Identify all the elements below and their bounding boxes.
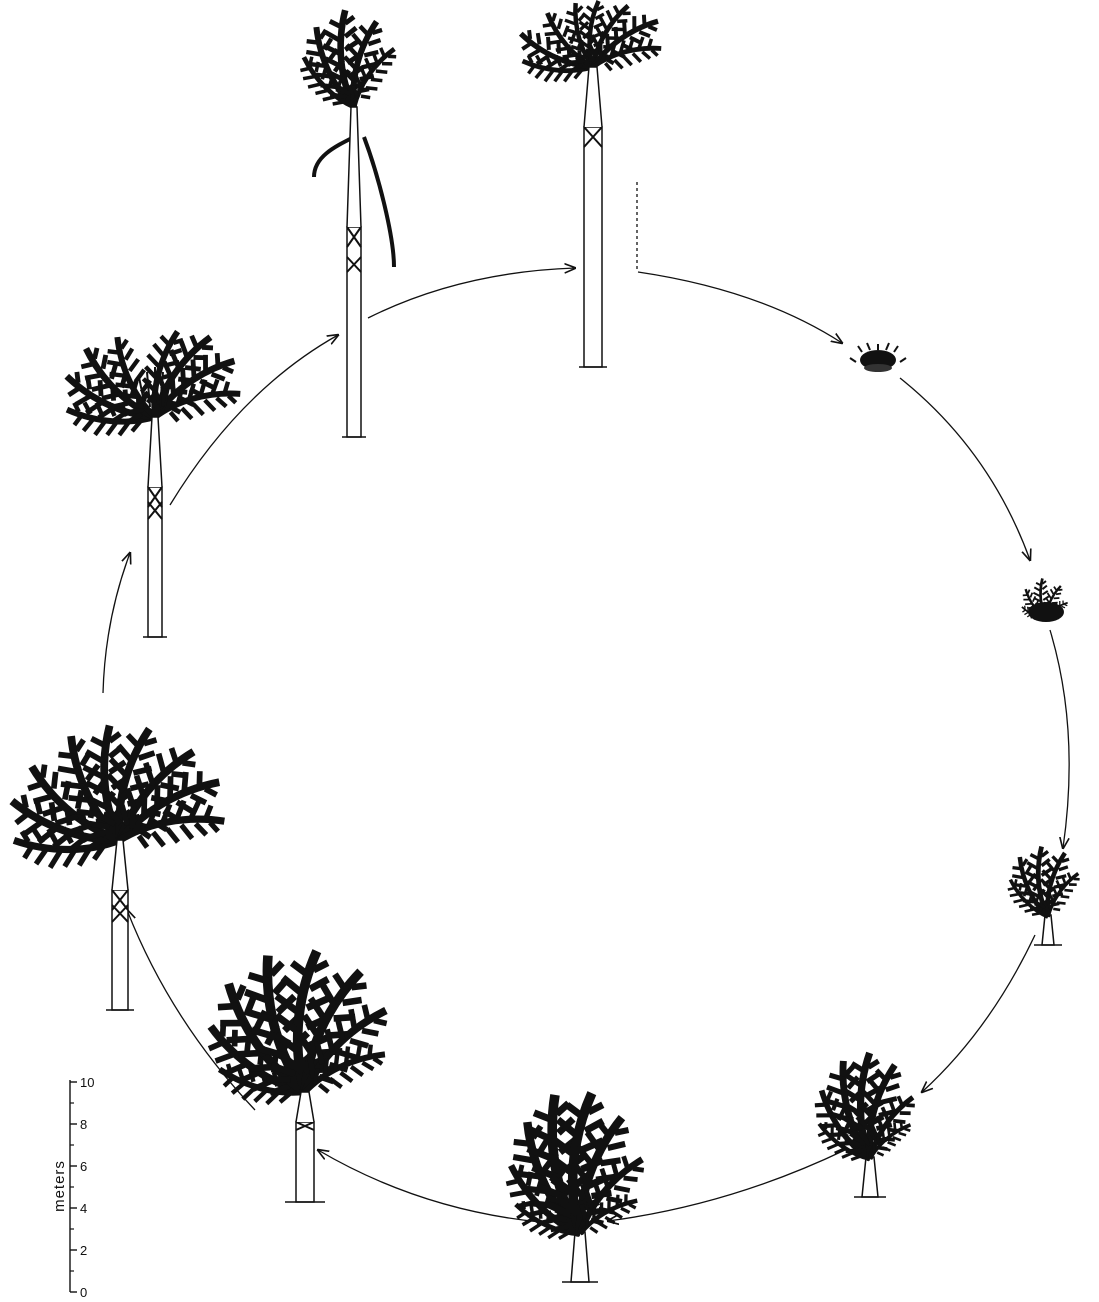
scale-bar: 0 2 4 6 8 10 meters [51,1075,94,1300]
stage-2-young-rosette [1019,578,1070,625]
scale-tick-label: 4 [80,1201,87,1216]
stage-1-seedling [850,343,906,372]
scale-bar-unit-label: meters [51,1160,68,1212]
scale-tick-label: 10 [80,1075,94,1090]
arrow-1-to-2 [900,378,1030,560]
stage-6-short-trunk [194,946,399,1202]
scale-tick-label: 2 [80,1243,87,1258]
arrow-7-to-8 [103,553,130,693]
scale-bar-ticks: 0 2 4 6 8 10 [70,1075,94,1300]
arrow-2-to-3 [1050,630,1069,848]
stage-4-clump [805,1051,923,1197]
arrow-5-to-6 [318,1150,540,1222]
stage-7-mature [1,720,228,1010]
stage-10-dying [512,0,665,367]
stage-5-clump-large [494,1088,654,1282]
scale-tick-label: 8 [80,1117,87,1132]
scale-tick-label: 0 [80,1285,87,1300]
arrow-9-to-10 [368,268,575,318]
stage-3-juvenile [1001,847,1085,945]
arrow-3-to-4 [922,935,1035,1092]
arrow-4-to-5 [608,1150,845,1221]
stage-8-fruiting [56,323,243,637]
stage-9-senescent [292,10,405,437]
scale-tick-label: 6 [80,1159,87,1174]
arrow-10-to-1 [638,272,842,343]
